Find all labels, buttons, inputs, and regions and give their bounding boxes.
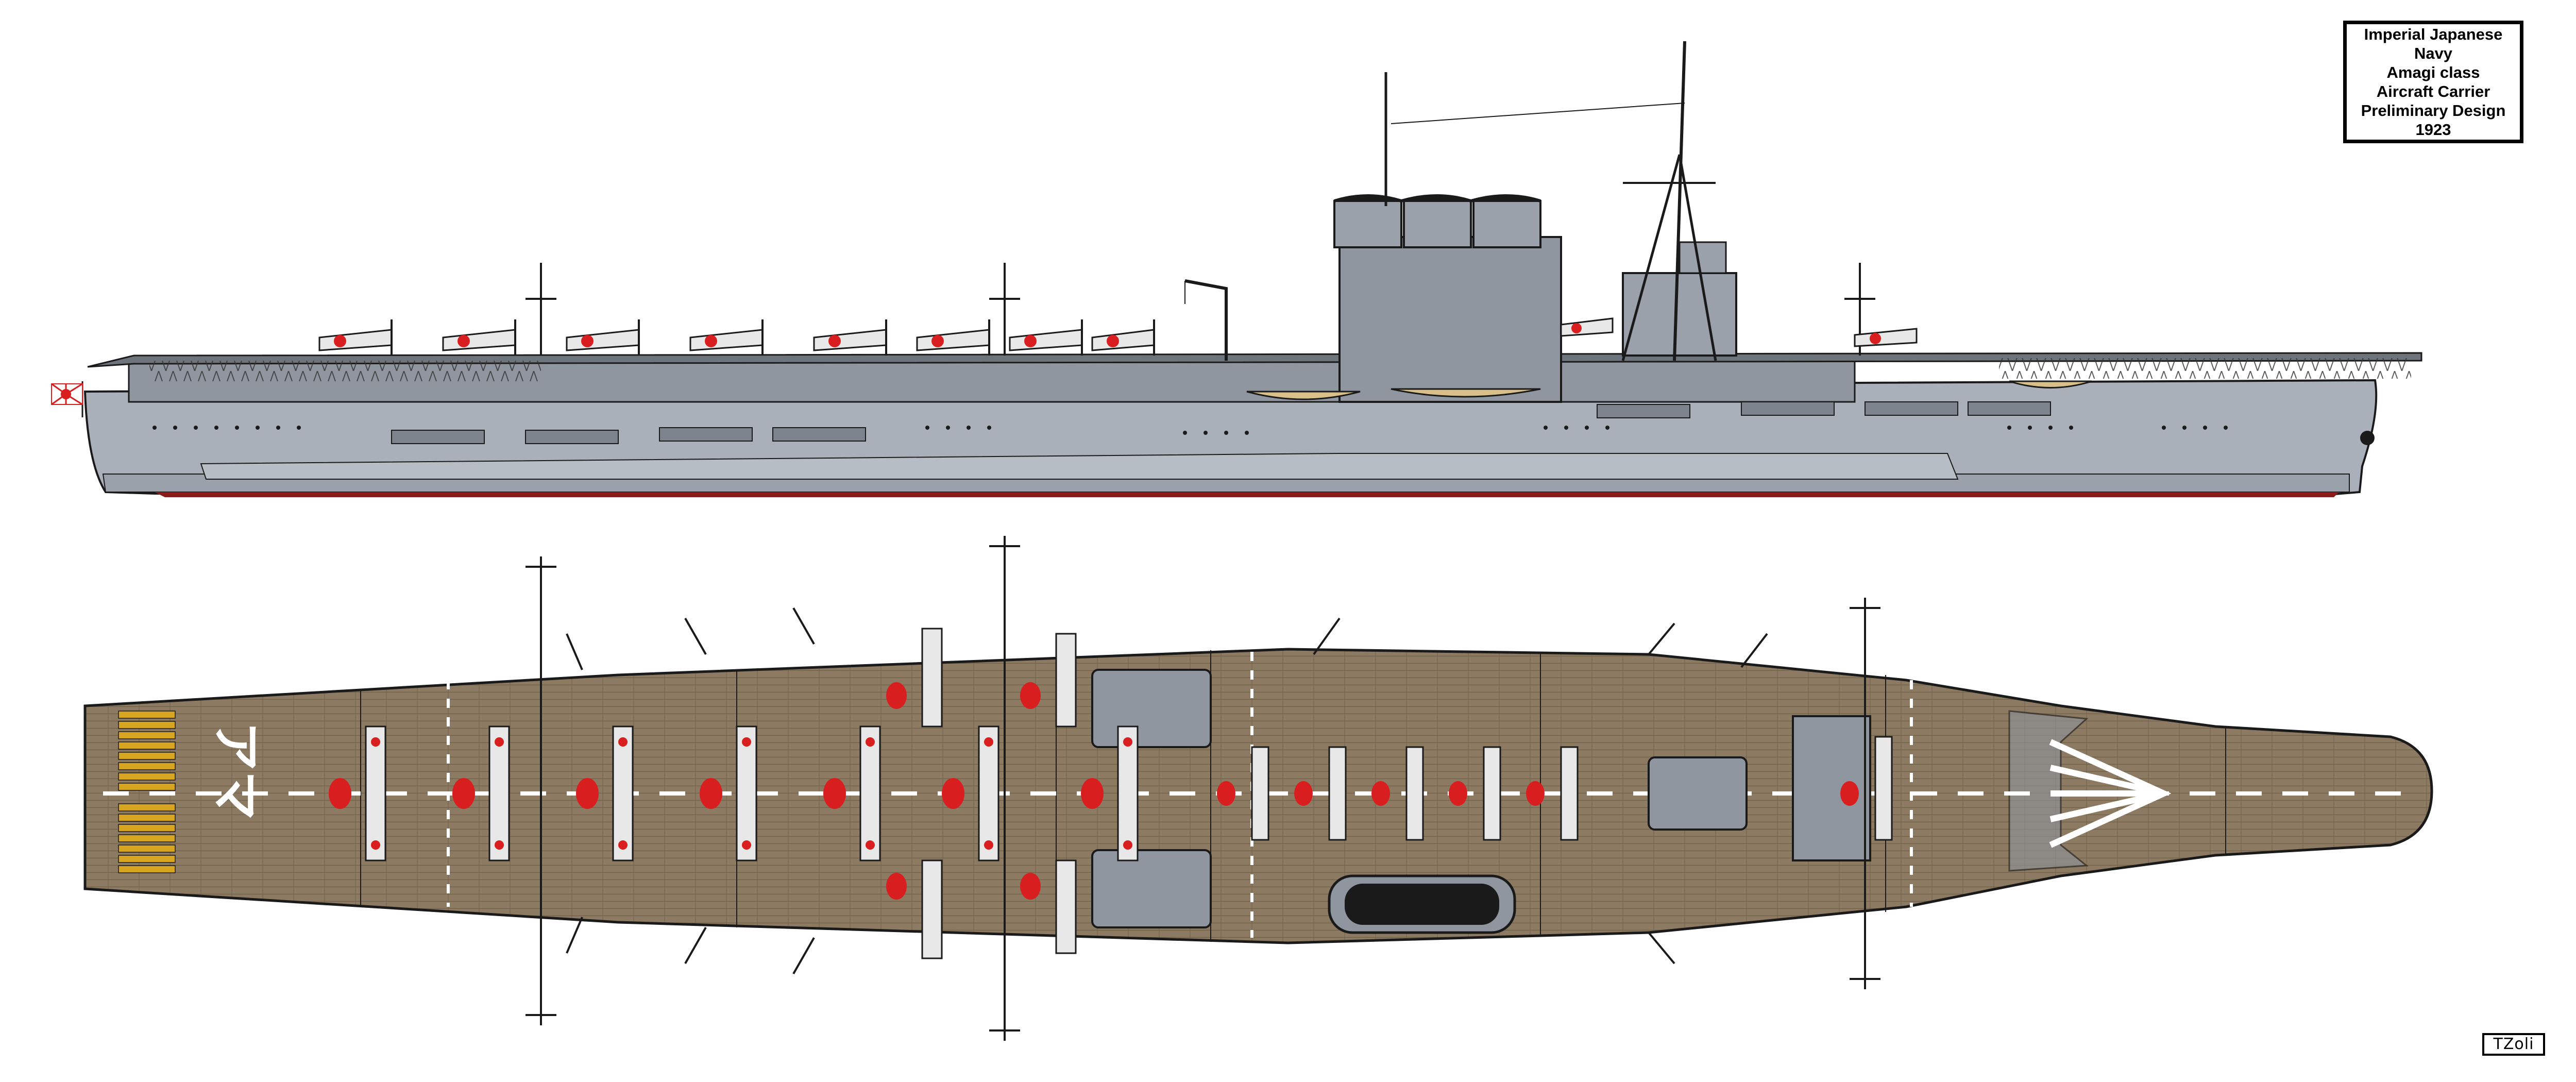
elevator-fore: [1648, 756, 1748, 831]
aircraft-plan-4: [700, 725, 757, 861]
title-line-navy: Imperial Japanese Navy: [2364, 25, 2503, 62]
funnel-2: [1403, 200, 1472, 248]
mast-main: [1673, 41, 1686, 361]
title-line-status: Preliminary Design: [2361, 102, 2506, 120]
rising-sun-ensign: [51, 381, 83, 417]
plan-view: アマ: [83, 536, 2433, 1041]
aircraft-plan-14: [1371, 746, 1424, 841]
casemate-guns: [391, 401, 2051, 444]
aircraft-plan-12: [1217, 746, 1269, 841]
title-line-year: 1923: [2415, 121, 2451, 139]
funnel-1: [1333, 200, 1402, 248]
aircraft-plan-13: [1294, 746, 1347, 841]
deck-identifier: アマ: [207, 721, 265, 820]
aircraft-plan-9: [886, 859, 943, 959]
aircraft-plan-8: [886, 628, 943, 728]
aircraft-9: [1560, 317, 1614, 337]
deck-truss-fore: [1999, 358, 2411, 379]
flight-deck-profile: [87, 352, 2422, 368]
bow-section: [2008, 710, 2089, 872]
aircraft-plan-1: [329, 725, 386, 861]
aircraft-3: [566, 319, 640, 356]
island: [1184, 41, 1737, 403]
deck-aircraft-profile: [318, 317, 1918, 356]
armor-belt: [200, 453, 1959, 480]
aircraft-plan-6: [942, 725, 999, 861]
aircraft-2: [442, 319, 516, 356]
aircraft-plan-5: [823, 725, 881, 861]
waterline: [155, 492, 2339, 497]
anchor-hawse: [2360, 431, 2375, 445]
aircraft-4: [689, 319, 764, 356]
funnel-base: [1338, 236, 1562, 403]
aircraft-plan-2: [452, 725, 510, 861]
funnel-3: [1472, 200, 1541, 248]
funnel-plan-inner: [1345, 884, 1499, 925]
aircraft-plan-7: [1081, 725, 1139, 861]
title-block: Imperial Japanese Navy Amagi class Aircr…: [2343, 21, 2523, 143]
title-line-type: Aircraft Carrier: [2376, 82, 2490, 100]
antenna-wire: [1391, 103, 1685, 124]
aircraft-7: [1009, 319, 1083, 356]
bridge-top: [1679, 241, 1727, 274]
deck-aircraft-plan: [329, 628, 1893, 959]
stern-landing-stripes: [118, 711, 176, 873]
boat-booms: [566, 607, 1768, 974]
mast-leg-2: [1678, 154, 1717, 361]
aircraft-8: [1091, 319, 1155, 356]
boats: [1246, 380, 2092, 400]
funnel-caps: [1334, 194, 1541, 203]
aircraft-plan-16: [1526, 746, 1579, 841]
artist-signature: TZoli: [2482, 1033, 2545, 1056]
aircraft-plan-3: [576, 725, 634, 861]
plan-masts: [526, 536, 1880, 1041]
aircraft-plan-15: [1449, 746, 1501, 841]
aircraft-10: [1854, 328, 1918, 347]
elevator-aft: [1091, 669, 1212, 748]
aircraft-1: [318, 319, 393, 356]
crane: [1184, 279, 1228, 361]
aircraft-plan-17: [1840, 736, 1893, 841]
side-profile-view: [51, 41, 2422, 497]
title-line-class: Amagi class: [2386, 63, 2480, 81]
bridge-plan: [1792, 715, 1871, 861]
aircraft-5: [813, 319, 887, 356]
bridge-structure: [1622, 272, 1737, 357]
elevator-mid: [1091, 849, 1212, 928]
aircraft-plan-10: [1020, 633, 1077, 728]
mast-leg-1: [1621, 154, 1681, 361]
deck-markers: [447, 652, 1913, 938]
portholes: [152, 426, 2228, 435]
aircraft-6: [916, 319, 990, 356]
bow-arrow: [2049, 739, 2172, 848]
aircraft-plan-11: [1020, 859, 1077, 954]
deck-truss-aft: [149, 361, 541, 381]
